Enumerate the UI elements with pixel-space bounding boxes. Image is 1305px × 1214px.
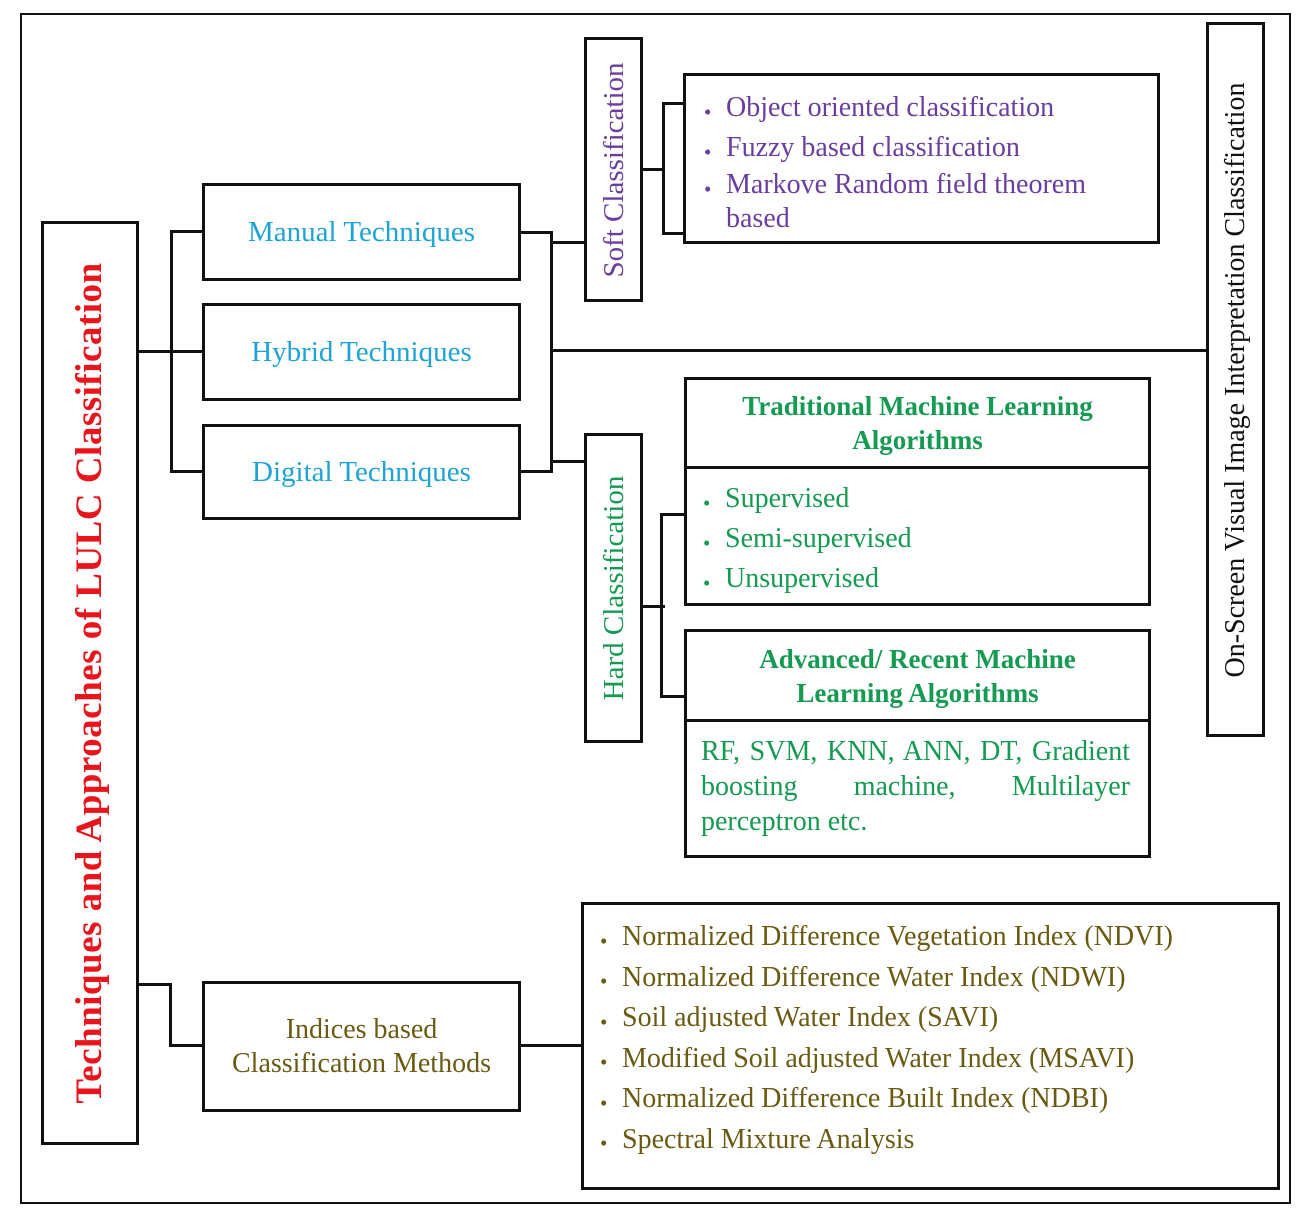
traditional-ml-box: Traditional Machine Learning Algorithms … xyxy=(684,377,1151,606)
digital-techniques-box: Digital Techniques xyxy=(202,424,521,520)
digital-techniques-label: Digital Techniques xyxy=(252,455,471,488)
connector-indices-list xyxy=(521,1044,583,1047)
hybrid-techniques-label: Hybrid Techniques xyxy=(251,335,472,368)
onscreen-classification-label: On-Screen Visual Image Interpretation Cl… xyxy=(1219,82,1251,677)
diagram-frame xyxy=(20,13,1291,1204)
indices-methods-box: Indices based Classification Methods xyxy=(202,981,521,1112)
connector-soft-bottom xyxy=(662,232,684,235)
index-item: Normalized Difference Vegetation Index (… xyxy=(596,917,1271,961)
index-item: Spectral Mixture Analysis xyxy=(596,1120,1271,1163)
connector-to-soft xyxy=(550,241,586,244)
hybrid-techniques-box: Hybrid Techniques xyxy=(202,303,521,401)
traditional-ml-item: Supervised xyxy=(699,479,1148,523)
index-item: Soil adjusted Water Index (SAVI) xyxy=(596,998,1271,1042)
indices-list-box: Normalized Difference Vegetation Index (… xyxy=(581,902,1280,1190)
traditional-ml-heading: Traditional Machine Learning Algorithms xyxy=(687,380,1148,469)
connector-hard-right xyxy=(643,605,665,608)
soft-classification-label: Soft Classification xyxy=(597,61,630,278)
connector-to-digital xyxy=(170,470,203,473)
connector-soft-spine xyxy=(662,102,665,235)
connector-hard-bottom xyxy=(660,695,686,698)
connector-soft-top xyxy=(662,102,684,105)
indices-methods-label: Indices based Classification Methods xyxy=(232,1013,491,1079)
hard-classification-box: Hard Classification xyxy=(584,433,643,743)
advanced-ml-heading: Advanced/ Recent Machine Learning Algori… xyxy=(687,632,1148,722)
connector-soft-right xyxy=(643,168,665,171)
connector-right-spine xyxy=(550,231,553,473)
advanced-ml-body: RF, SVM, KNN, ANN, DT, Gradient boosting… xyxy=(701,736,1130,837)
diagram-title: Techniques and Approaches of LULC Classi… xyxy=(69,262,110,1104)
connector-to-hard xyxy=(550,460,586,463)
title-box: Techniques and Approaches of LULC Classi… xyxy=(41,221,139,1145)
connector-techniques-spine xyxy=(170,230,173,473)
index-item: Normalized Difference Water Index (NDWI) xyxy=(596,958,1271,1001)
onscreen-classification-box: On-Screen Visual Image Interpretation Cl… xyxy=(1206,22,1265,737)
soft-items-box: Object oriented classification Fuzzy bas… xyxy=(683,73,1160,244)
soft-item: Object oriented classification xyxy=(700,88,1147,132)
traditional-ml-item: Unsupervised xyxy=(699,559,1148,603)
connector-hard-spine xyxy=(660,513,663,698)
connector-hard-top xyxy=(660,513,686,516)
soft-classification-box: Soft Classification xyxy=(584,37,643,302)
manual-techniques-box: Manual Techniques xyxy=(202,183,521,281)
connector-digital-right xyxy=(521,470,553,473)
connector-manual-right xyxy=(521,231,553,234)
connector-indices-in xyxy=(169,1044,203,1047)
advanced-ml-box: Advanced/ Recent Machine Learning Algori… xyxy=(684,629,1151,858)
traditional-ml-item: Semi-supervised xyxy=(699,519,1148,563)
connector-to-onscreen xyxy=(550,349,1208,352)
manual-techniques-label: Manual Techniques xyxy=(248,215,475,248)
index-item: Normalized Difference Built Index (NDBI) xyxy=(596,1079,1271,1123)
soft-item: Markove Random field theorem based xyxy=(700,168,1147,236)
soft-item: Fuzzy based classification xyxy=(700,128,1147,172)
connector-indices-step xyxy=(169,983,172,1047)
index-item: Modified Soil adjusted Water Index (MSAV… xyxy=(596,1039,1271,1082)
connector-title-indices xyxy=(139,983,172,986)
connector-to-manual xyxy=(170,230,203,233)
hard-classification-label: Hard Classification xyxy=(597,475,630,701)
